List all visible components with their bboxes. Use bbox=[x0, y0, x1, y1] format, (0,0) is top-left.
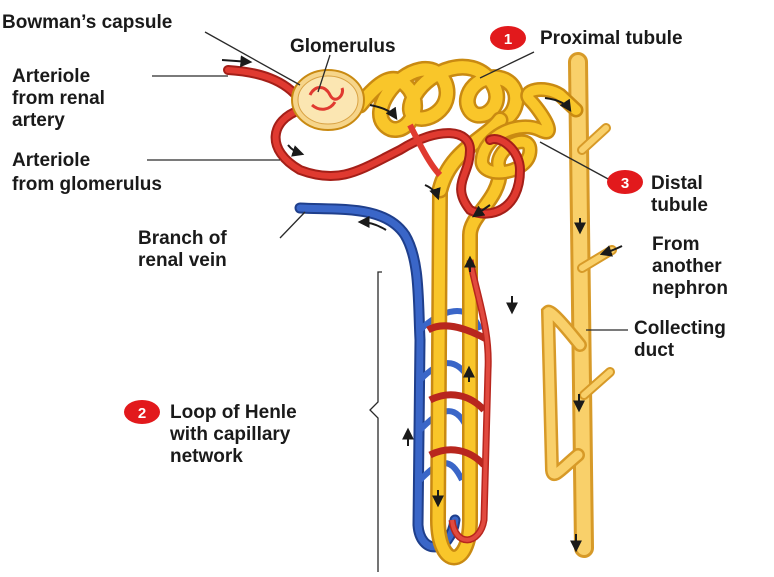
svg-text:2: 2 bbox=[138, 405, 146, 422]
loop-bracket bbox=[370, 272, 382, 572]
label-renal-vein-1: Branch of bbox=[138, 228, 227, 249]
bowmans-capsule bbox=[292, 70, 364, 130]
label-bowmans-capsule: Bowman’s capsule bbox=[2, 12, 172, 33]
flow-arrow bbox=[360, 222, 386, 230]
label-glomerulus: Glomerulus bbox=[290, 36, 396, 57]
flow-arrow bbox=[288, 145, 302, 154]
label-another-nephron-2: another bbox=[652, 256, 722, 277]
label-loop-henle-3: network bbox=[170, 446, 243, 467]
label-loop-henle-1: Loop of Henle bbox=[170, 402, 297, 423]
label-another-nephron-3: nephron bbox=[652, 278, 728, 299]
label-another-nephron-1: From bbox=[652, 234, 700, 255]
label-loop-henle-2: with capillary bbox=[169, 424, 291, 445]
marker-3: 3 bbox=[607, 170, 643, 194]
label-distal-2: tubule bbox=[651, 195, 708, 216]
label-arteriole-artery-2: from renal bbox=[12, 88, 105, 109]
label-collecting-duct-1: Collecting bbox=[634, 318, 726, 339]
marker-2: 2 bbox=[124, 400, 160, 424]
label-distal-1: Distal bbox=[651, 173, 703, 194]
label-arteriole-glomerulus-2: from glomerulus bbox=[12, 174, 162, 195]
label-collecting-duct-2: duct bbox=[634, 340, 675, 361]
label-renal-vein-2: renal vein bbox=[138, 250, 227, 271]
renal-vein bbox=[300, 208, 480, 547]
leader-renal-vein bbox=[280, 212, 305, 238]
label-arteriole-artery-3: artery bbox=[12, 110, 65, 131]
label-proximal-tubule: Proximal tubule bbox=[540, 28, 683, 49]
collecting-duct bbox=[548, 62, 612, 548]
flow-arrow bbox=[222, 60, 250, 62]
svg-text:1: 1 bbox=[504, 31, 512, 48]
svg-text:3: 3 bbox=[621, 175, 629, 192]
marker-1: 1 bbox=[490, 26, 526, 50]
label-arteriole-glomerulus-1: Arteriole bbox=[12, 150, 90, 171]
label-arteriole-artery-1: Arteriole bbox=[12, 66, 90, 87]
